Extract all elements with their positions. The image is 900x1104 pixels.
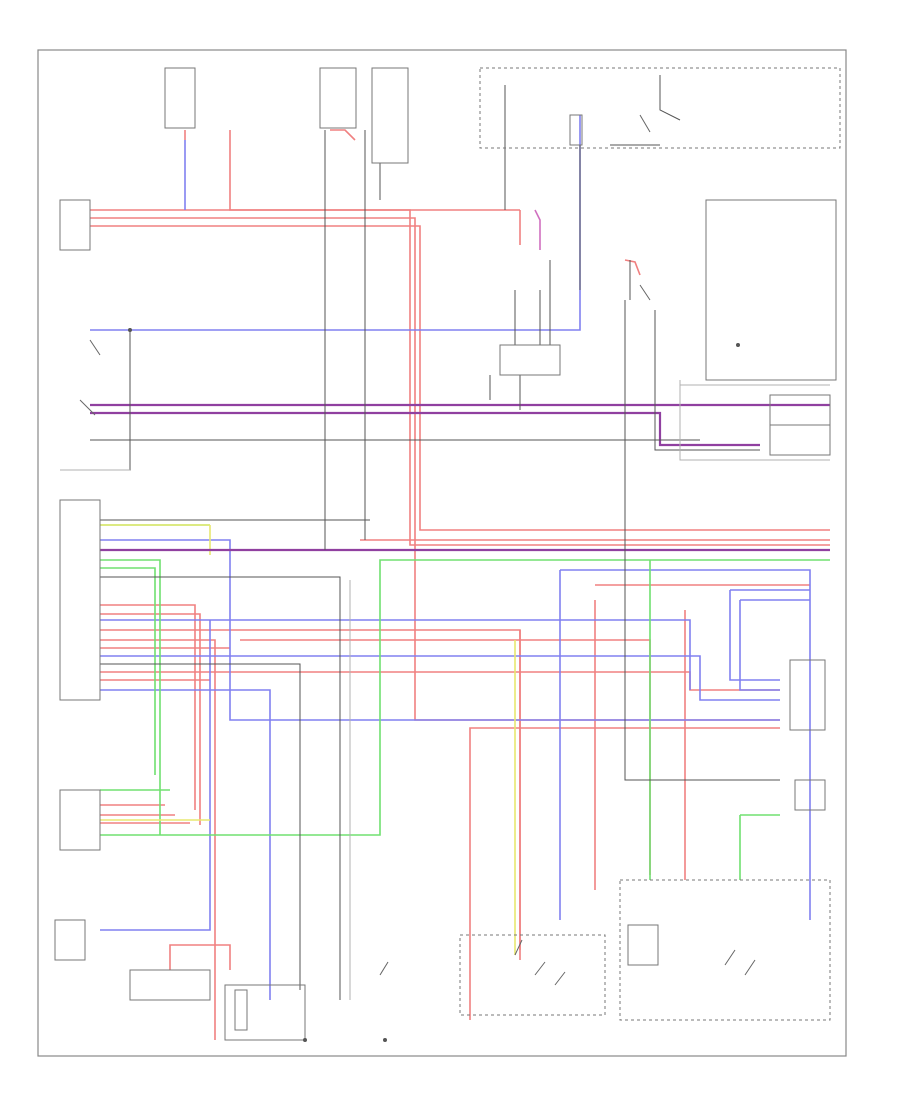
connector-left-1 (59, 199, 91, 251)
purple-wire-2 (90, 411, 760, 447)
blue-wire-4 (100, 689, 271, 1000)
red-wire-10 (100, 639, 216, 1040)
gray-wires (60, 380, 830, 1000)
junction-bottom-left (129, 969, 211, 1001)
blue-wire-7 (560, 569, 811, 920)
purple-wires (90, 403, 830, 552)
blue-wire-13 (100, 655, 780, 701)
components (54, 67, 841, 1041)
green-wire-2 (100, 567, 156, 775)
switch-symbols (79, 114, 756, 986)
lock-switch-right-1 (769, 394, 831, 426)
connector-right (789, 659, 826, 731)
ground-symbols (128, 328, 740, 1042)
blue-wire-6 (100, 620, 211, 931)
red-wire-11 (100, 671, 780, 691)
black-wire-19 (659, 75, 681, 121)
diagram-border (37, 49, 847, 1057)
gray-wire-4 (679, 380, 830, 461)
red-wire-17 (169, 944, 231, 970)
magenta-wire-1 (534, 209, 541, 250)
actuator-bottom (224, 984, 306, 1041)
connector-left-3 (59, 789, 101, 851)
black-wire-13 (100, 663, 301, 990)
blue-wire-11 (729, 590, 780, 681)
red-wires (90, 129, 830, 1040)
black-wire-9 (654, 310, 760, 451)
lock-switch-right-2 (769, 424, 831, 456)
ignition-coil (627, 924, 659, 966)
fuse-box-top-left (164, 67, 196, 129)
coil-bottom (234, 989, 248, 1031)
blue-wires (90, 115, 811, 1000)
black-wire-12 (100, 576, 341, 1000)
door-module-right (705, 199, 837, 381)
connector-left-2 (59, 499, 101, 701)
red-wire-13 (469, 727, 780, 1020)
red-wire-19 (240, 639, 651, 875)
red-wire-5 (90, 225, 830, 531)
green-wire-1 (100, 559, 161, 835)
green-wire-4 (100, 559, 830, 836)
fuse-box-top-right (371, 67, 409, 164)
switch-assembly-bottom (459, 934, 606, 1016)
black-wire-1 (100, 330, 131, 471)
yellow-wires (100, 524, 516, 955)
blue-wire-12 (739, 600, 780, 691)
red-wire-24 (624, 259, 641, 276)
red-wire-4 (90, 217, 780, 721)
black-wires (90, 75, 780, 1000)
sensor-right (794, 779, 826, 811)
blue-wire-3 (100, 619, 691, 690)
red-wire-8 (100, 604, 196, 810)
magenta-wires (534, 209, 541, 250)
bottom-left-component (54, 919, 86, 961)
red-wire-7 (330, 129, 356, 141)
control-module-mid (499, 344, 561, 376)
ignition-assembly (619, 879, 831, 1021)
red-wire-1 (229, 130, 830, 546)
green-wires (100, 524, 830, 880)
blue-wire-2 (90, 115, 581, 331)
blue-wire-5 (100, 539, 780, 721)
fuse-box-top-mid (319, 67, 357, 129)
black-wire-10 (624, 300, 780, 781)
relay-coil (569, 114, 583, 146)
red-wire-9 (100, 613, 201, 825)
relay-box (479, 67, 841, 149)
